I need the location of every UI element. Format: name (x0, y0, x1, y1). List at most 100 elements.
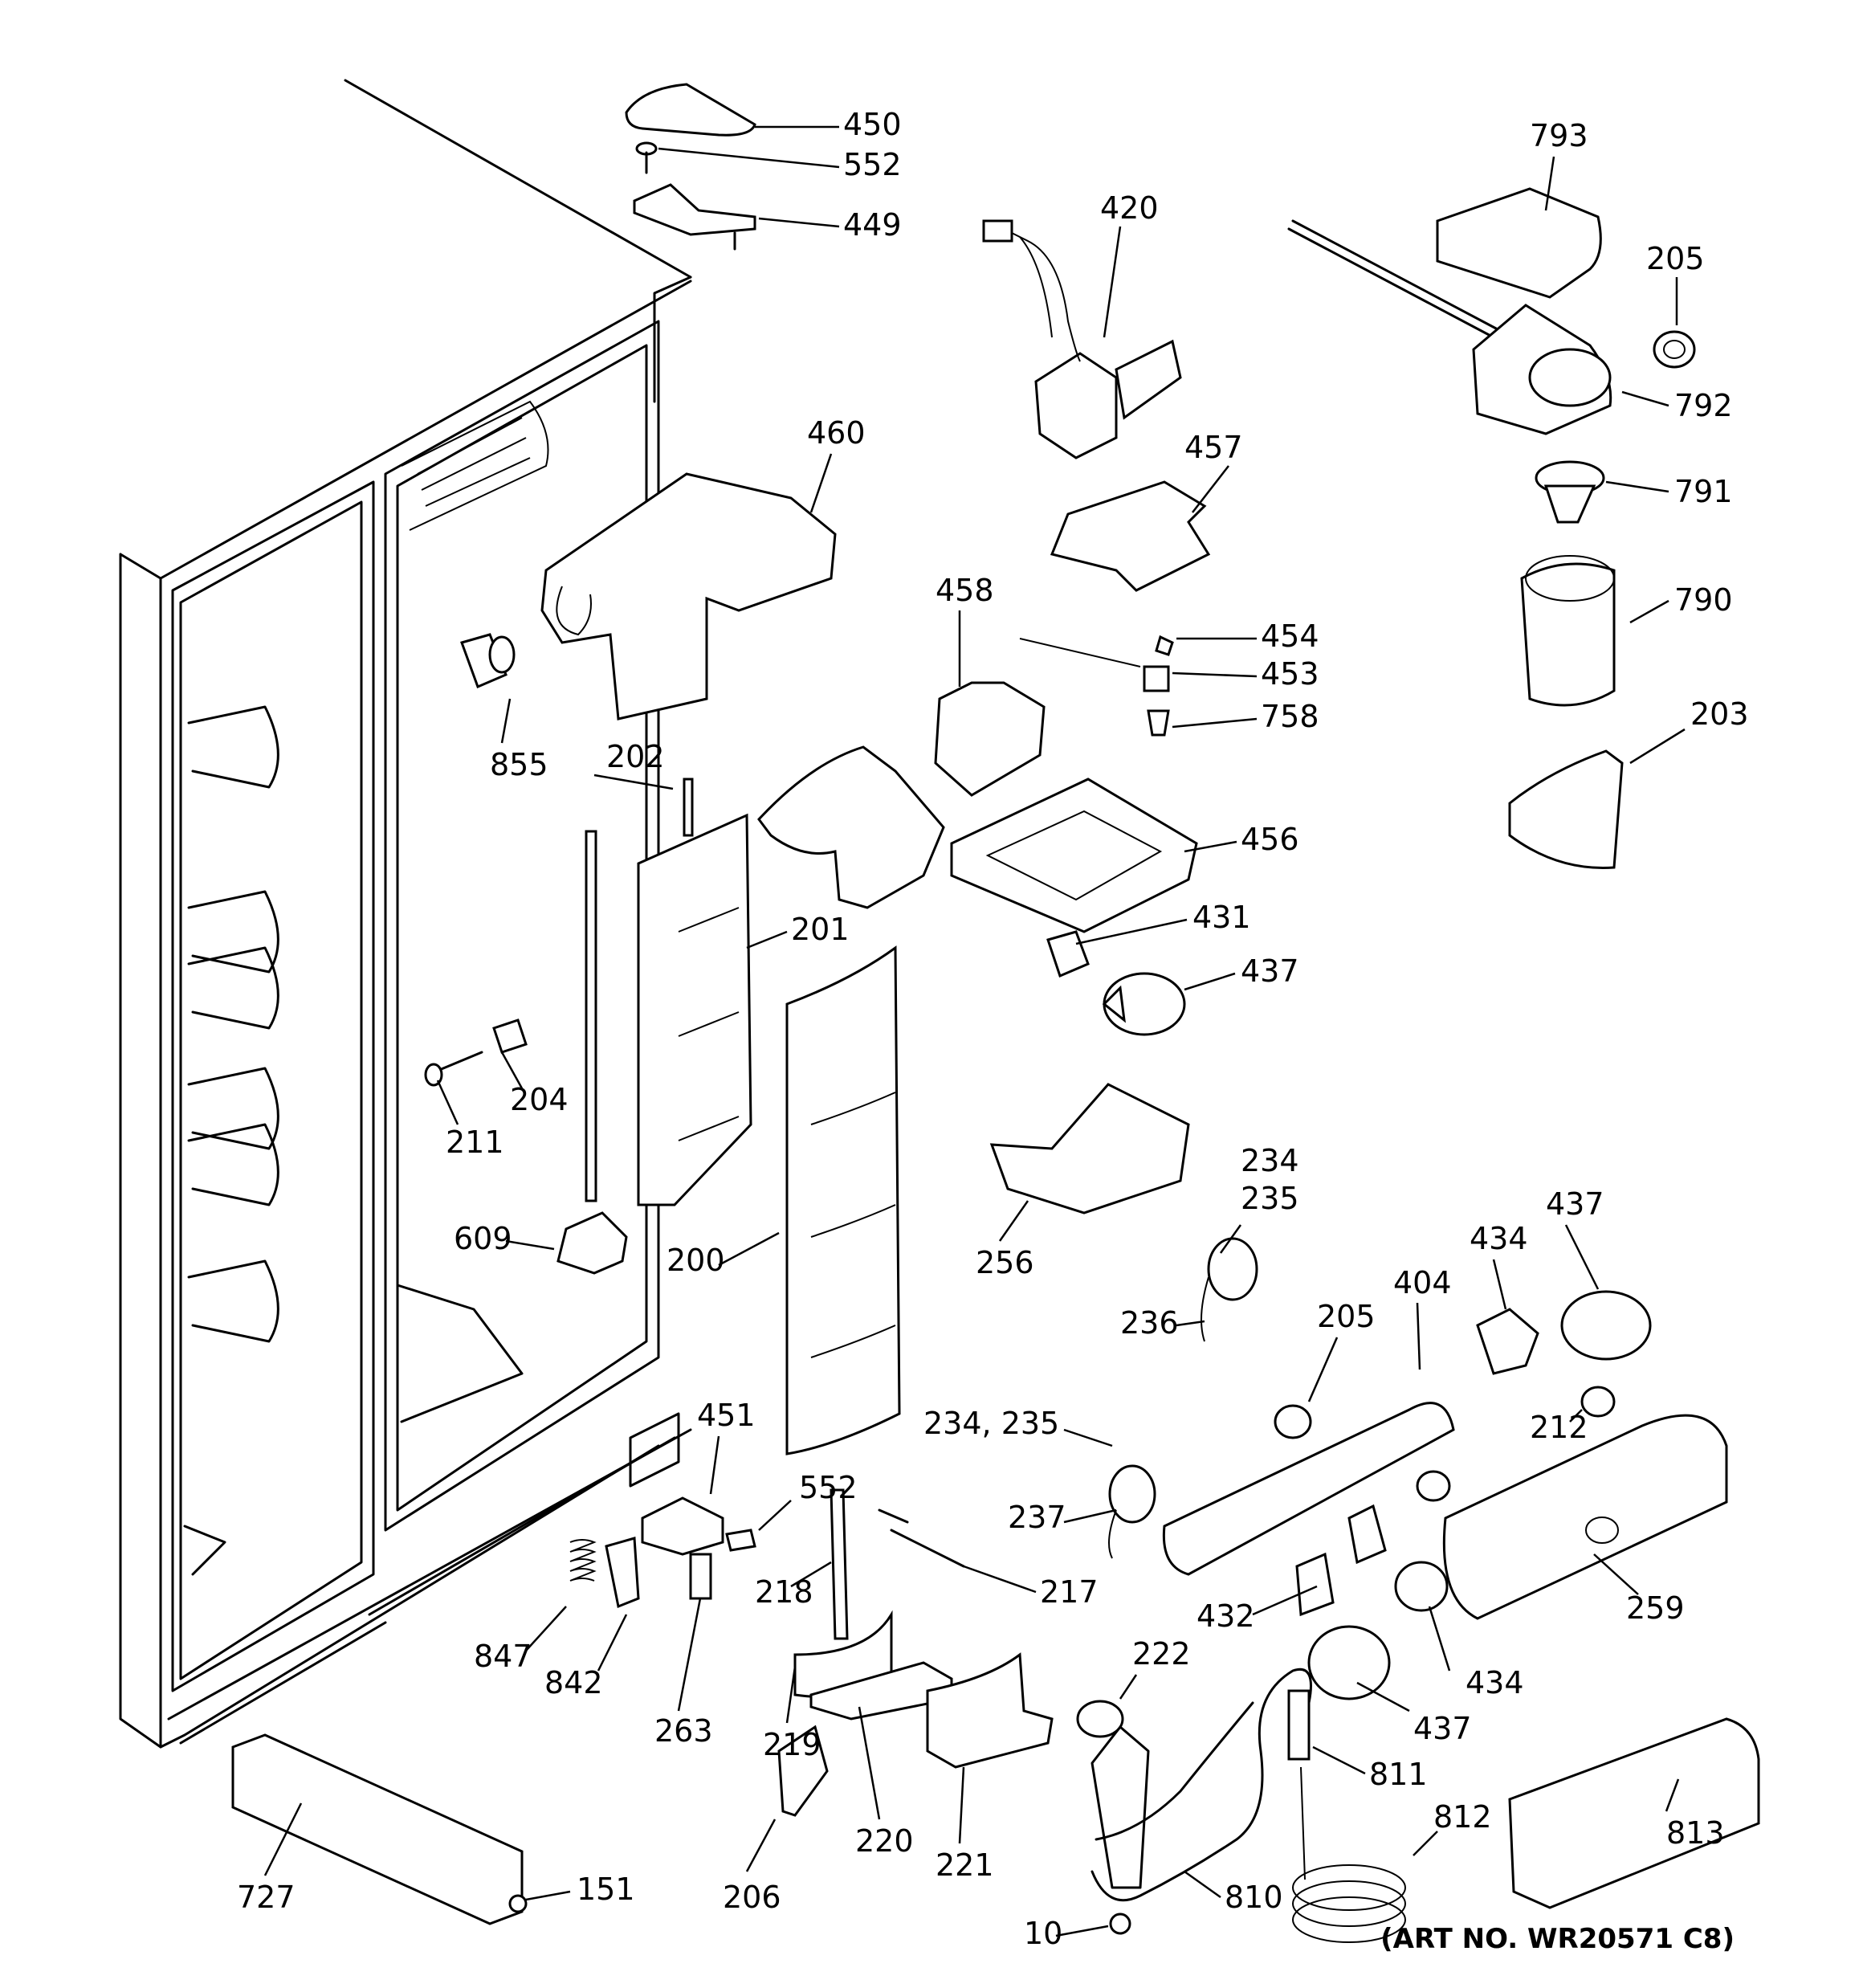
stud-263 (689, 1553, 712, 1600)
light-bulb-437-lower (1307, 1625, 1391, 1700)
callout-leader-451 (709, 1435, 720, 1495)
callout-label-793: 793 (1530, 118, 1588, 153)
callout-label-219: 219 (763, 1727, 821, 1762)
light-bulb-437 (1102, 972, 1186, 1036)
callout-leader-609 (505, 1239, 555, 1251)
hinge-screw-552 (635, 141, 658, 174)
callout-label-211: 211 (446, 1125, 504, 1160)
callout-label-263: 263 (654, 1713, 713, 1749)
callout-label-218: 218 (755, 1574, 813, 1610)
callout-leader-205 (1307, 1337, 1339, 1402)
callout-leader-434 (1492, 1259, 1507, 1310)
callout-leader-206 (745, 1819, 777, 1872)
callout-label-758: 758 (1261, 699, 1319, 734)
hinge-pin-842 (605, 1537, 640, 1609)
dispenser-housing-460 (540, 472, 837, 720)
callout-leader-234-235 (1063, 1428, 1113, 1447)
water-filter-790 (1520, 555, 1616, 707)
callout-label-259: 259 (1626, 1590, 1685, 1626)
rod-218 (830, 1488, 849, 1640)
callout-label-236: 236 (1120, 1305, 1179, 1341)
callout-leader-758 (1172, 717, 1258, 729)
callout-label-234-235: 234, 235 (923, 1406, 1059, 1441)
filter-rod (1287, 219, 1499, 339)
callout-leader-811 (1312, 1745, 1366, 1775)
callout-leader-842 (597, 1614, 628, 1672)
callout-label-220: 220 (855, 1823, 914, 1859)
callout-label-552: 552 (843, 147, 902, 182)
callout-label-202: 202 (606, 739, 665, 774)
top-hinge-449 (633, 183, 756, 251)
callout-label-811: 811 (1369, 1757, 1428, 1792)
callout-leader-263 (677, 1598, 702, 1712)
lamp-sockets-432 (1295, 1504, 1387, 1617)
callout-label-810: 810 (1225, 1880, 1283, 1915)
callout-label-453: 453 (1261, 656, 1319, 692)
callout-label-847: 847 (474, 1639, 532, 1674)
callout-leader-151 (525, 1890, 571, 1901)
callout-leader-456 (1184, 840, 1237, 853)
callout-label-609: 609 (454, 1221, 512, 1256)
cover-259 (1442, 1414, 1728, 1620)
callout-leader-810 (1184, 1870, 1221, 1899)
callout-leader-812 (1413, 1831, 1438, 1856)
callout-leader-790 (1629, 599, 1669, 624)
callout-label-727: 727 (237, 1880, 296, 1915)
thermostat-454-453-758 (1019, 635, 1174, 737)
callout-label-855: 855 (490, 747, 548, 782)
grommet-205-lower (1274, 1404, 1312, 1439)
filter-cover-793 (1436, 187, 1602, 299)
callout-label-10: 10 (1024, 1916, 1062, 1951)
callout-label-221: 221 (936, 1847, 994, 1883)
callout-label-206: 206 (723, 1880, 781, 1915)
recess-light-socket-855 (460, 633, 516, 689)
callout-label-437: 437 (1413, 1711, 1472, 1746)
callout-leader-453 (1172, 672, 1258, 678)
callout-leader-431 (1075, 918, 1188, 945)
callout-leader-259 (1593, 1553, 1639, 1595)
water-fitting-811 (1287, 1689, 1311, 1761)
door-panel-200 (785, 945, 901, 1455)
callout-leader-256 (998, 1200, 1029, 1242)
shaft-217 (878, 1508, 965, 1568)
screw-151 (508, 1894, 528, 1913)
callout-label-222: 222 (1132, 1636, 1191, 1672)
callout-label-205: 205 (1646, 241, 1705, 276)
callout-leader-218 (790, 1561, 832, 1588)
callout-label-437: 437 (1241, 953, 1299, 989)
callout-leader-727 (263, 1802, 303, 1876)
callout-leader-432 (1252, 1585, 1318, 1616)
refrigerator-case (119, 79, 692, 1749)
callout-leader-449 (758, 217, 840, 228)
callout-leader-237 (1063, 1508, 1117, 1524)
callout-label-437: 437 (1546, 1186, 1604, 1222)
callout-leader-235 (1219, 1224, 1242, 1254)
actuator-404 (1162, 1402, 1455, 1576)
callout-label-404: 404 (1393, 1265, 1452, 1300)
callout-leader-437 (1564, 1224, 1600, 1290)
callout-label-203: 203 (1690, 696, 1749, 732)
callout-label-151: 151 (577, 1872, 635, 1907)
callout-leader-212 (1569, 1409, 1583, 1423)
lamp-socket-434-lower (1394, 1561, 1449, 1612)
callout-leader-221 (958, 1766, 965, 1844)
callout-label-420: 420 (1100, 190, 1159, 226)
callout-leader-793 (1544, 156, 1555, 211)
callout-leader-203 (1629, 728, 1686, 765)
callout-leader-217 (963, 1565, 1037, 1594)
callout-label-235: 235 (1241, 1181, 1299, 1216)
callout-leader-211 (436, 1080, 459, 1125)
filter-grommet-205 (1653, 330, 1696, 369)
callout-label-792: 792 (1674, 388, 1733, 423)
callout-label-201: 201 (791, 912, 850, 947)
screw-10 (1109, 1912, 1131, 1935)
callout-leader-434 (1428, 1606, 1451, 1672)
callout-leader-202 (593, 774, 674, 790)
auger-motor-420 (982, 219, 1182, 459)
callout-label-434: 434 (1470, 1221, 1528, 1256)
screw-211 (424, 1051, 483, 1087)
lamp-socket-431 (1046, 930, 1090, 978)
callout-leader-200 (718, 1231, 780, 1267)
